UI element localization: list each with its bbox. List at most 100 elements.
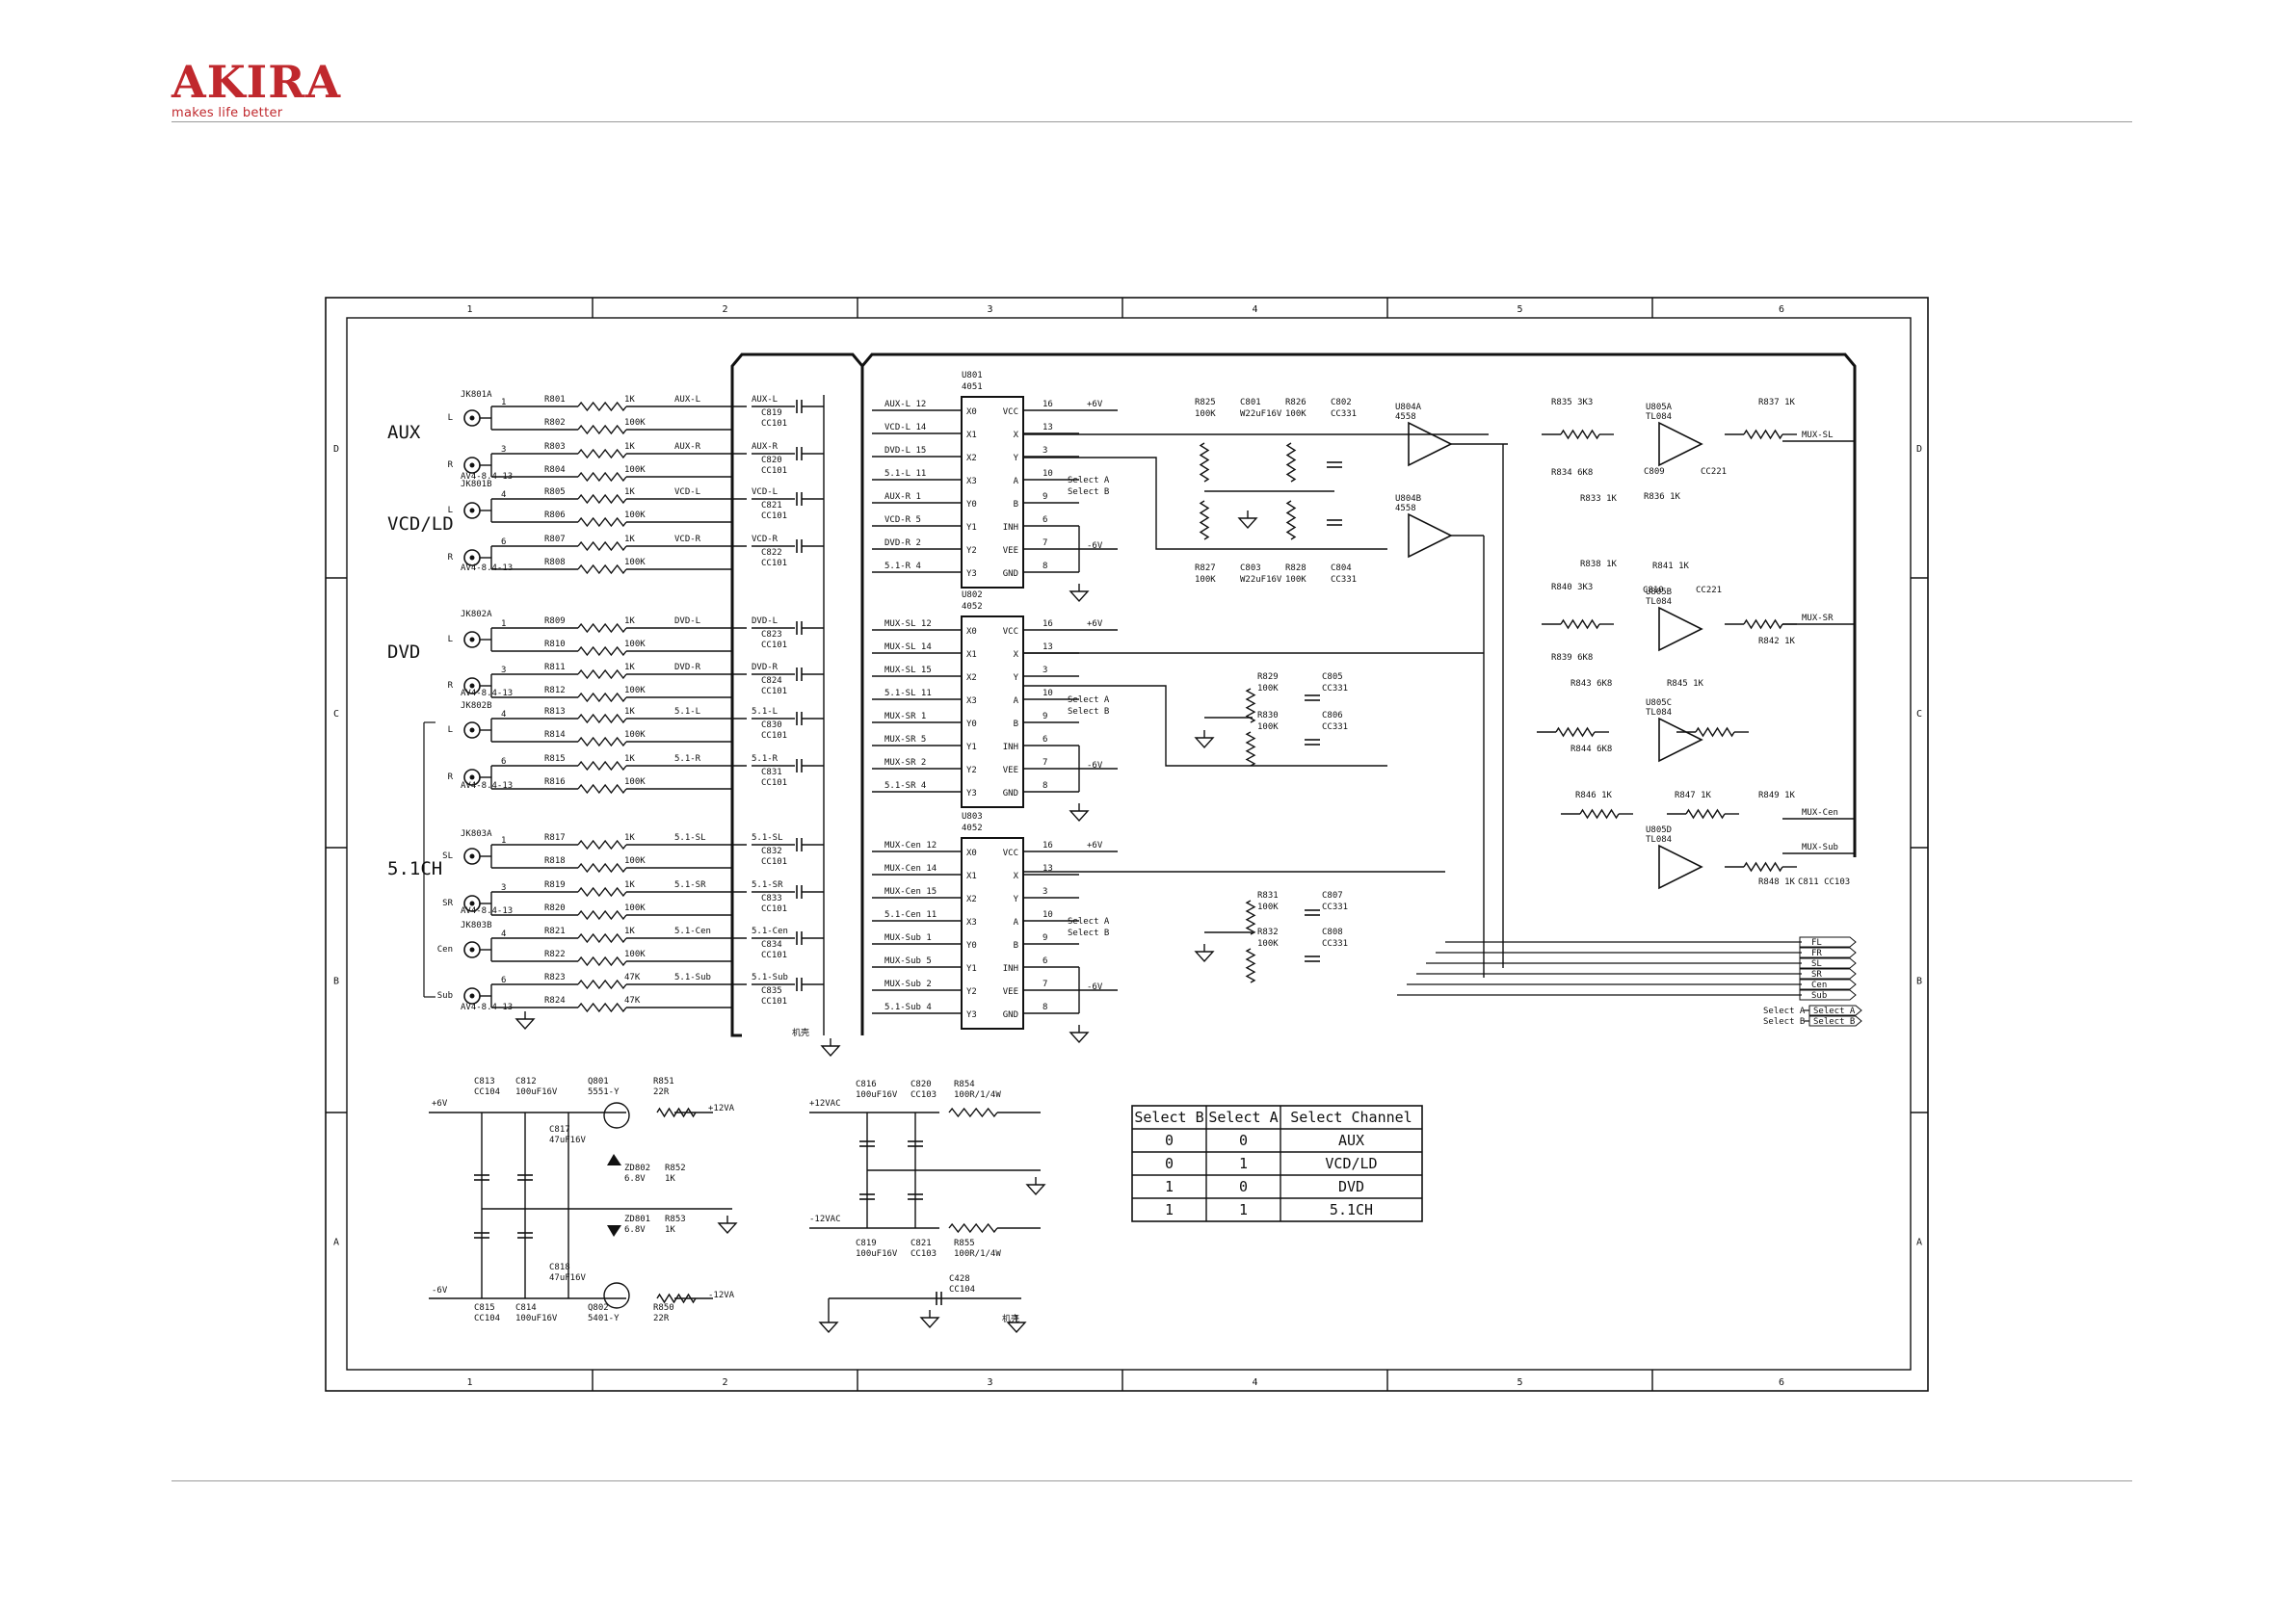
- op-amp-network-part: R847 1K: [1675, 791, 1712, 800]
- mux-pin-left: Y0: [966, 500, 977, 510]
- jack-reference: JK801B: [461, 480, 492, 489]
- mux-pin-left: X0: [966, 849, 977, 858]
- mux-input-net: 5.1-R 4: [884, 562, 921, 571]
- op-amp: [1408, 421, 1453, 467]
- shunt-resistor-value: 100K: [624, 558, 646, 567]
- mux-pin-right: GND: [1003, 569, 1018, 579]
- shunt-resistor-value: 100K: [624, 640, 646, 649]
- series-resistor: [577, 979, 627, 990]
- net-label: DVD-L: [674, 616, 700, 626]
- power-part-ref: C820: [910, 1080, 932, 1089]
- feedback-resistor: [1555, 726, 1596, 738]
- mux-input-net: 5.1-SR 4: [884, 781, 926, 791]
- net-label: DVD-L: [752, 616, 778, 626]
- mid-part-value: CC331: [1331, 575, 1357, 585]
- mid-part-ref: C803: [1240, 563, 1261, 573]
- shunt-resistor: [577, 645, 627, 657]
- power-part-ref: R852: [665, 1164, 686, 1173]
- rca-jack-center: [469, 415, 475, 421]
- net-label: AUX-L: [752, 395, 778, 405]
- brand-tagline: makes life better: [172, 106, 283, 120]
- mux-pin-right: INH: [1003, 743, 1018, 752]
- rca-jack-center: [469, 637, 475, 642]
- mux-input-net: MUX-SR 5: [884, 735, 926, 745]
- brand-name: AKIRA: [172, 56, 342, 108]
- mux-pin-right: A: [1014, 918, 1019, 928]
- series-resistor-ref: R813: [544, 707, 566, 717]
- mux-pin-right: X: [1014, 872, 1019, 881]
- mux-part-number: 4052: [962, 824, 983, 833]
- rca-jack-center: [469, 555, 475, 561]
- power-part-ref: R854: [954, 1080, 975, 1089]
- op-amp-part: 4558: [1395, 412, 1416, 422]
- frame-row-label: A: [1916, 1238, 1922, 1248]
- connector-pin: [1799, 968, 1857, 980]
- rca-jack-center: [469, 853, 475, 859]
- op-amp-part: TL084: [1646, 412, 1672, 422]
- shunt-resistor: [577, 1002, 627, 1013]
- mid-part-value: W22uF16V: [1240, 409, 1282, 419]
- mux-net-label: -6V: [1087, 541, 1103, 551]
- mid-part-ref: R831: [1257, 891, 1279, 901]
- mux-pin-number: 13: [1042, 642, 1053, 652]
- power-part-ref: R850: [653, 1303, 674, 1313]
- frame-column-label: 1: [466, 1377, 472, 1388]
- frame-column-label: 6: [1779, 304, 1784, 315]
- coupling-capacitor-ref: C822: [761, 548, 782, 558]
- shunt-resistor-ref: R802: [544, 418, 566, 428]
- output-net-label: MUX-Sub: [1802, 843, 1838, 852]
- mux-pin-left: Y3: [966, 569, 977, 579]
- op-amp: [1408, 512, 1453, 559]
- jack-pin-number: 4: [501, 929, 506, 939]
- mux-pin-right: VCC: [1003, 849, 1018, 858]
- series-resistor: [577, 668, 627, 680]
- shunt-resistor: [577, 955, 627, 967]
- rca-jack-center: [469, 947, 475, 953]
- mux-pin-right: VCC: [1003, 627, 1018, 637]
- mux-pin-left: X1: [966, 872, 977, 881]
- jack-pin-number: 6: [501, 757, 506, 767]
- connector-pin: [1799, 957, 1857, 969]
- mux-pin-left: Y2: [966, 987, 977, 997]
- op-amp-part: TL084: [1646, 597, 1672, 607]
- select-line-label: Select B: [1763, 1017, 1805, 1027]
- mux-pin-right: A: [1014, 477, 1019, 486]
- op-amp-network-part: R841 1K: [1652, 562, 1690, 571]
- shunt-resistor-value: 100K: [624, 510, 646, 520]
- power-part-ref: C821: [910, 1239, 932, 1248]
- mux-pin-number: 7: [1042, 758, 1047, 768]
- power-part-ref: R855: [954, 1239, 975, 1248]
- feedback-resistor: [1695, 726, 1735, 738]
- power-part-ref: C816: [856, 1080, 877, 1089]
- series-resistor-value: 1K: [624, 707, 635, 717]
- bias-resistor: [1199, 500, 1210, 540]
- mux-net-label: -6V: [1087, 982, 1103, 992]
- truth-table-cell: 5.1CH: [1330, 1201, 1373, 1218]
- connector-pin: [1799, 979, 1857, 990]
- mux-ic-body: [961, 396, 1024, 589]
- frame-row-label: C: [333, 709, 339, 720]
- brand-logo: AKIRA makes life better: [172, 60, 341, 120]
- rca-jack-center: [469, 508, 475, 513]
- connector-pin-label: SL: [1811, 959, 1822, 969]
- op-amp-network-part: R837 1K: [1758, 398, 1796, 407]
- mux-pin-right: B: [1014, 941, 1018, 951]
- feedback-resistor: [1579, 808, 1620, 820]
- section-label: VCD/LD: [387, 513, 454, 535]
- ground-symbol: [820, 1045, 841, 1058]
- jack-reference: JK802B: [461, 701, 492, 711]
- rca-jack-center: [469, 993, 475, 999]
- mux-net-label: Select B: [1068, 929, 1109, 938]
- mid-part-value: CC331: [1322, 722, 1348, 732]
- mux-pin-number: 3: [1042, 666, 1047, 675]
- connector-pin: [1799, 936, 1857, 948]
- mid-part-ref: R829: [1257, 672, 1279, 682]
- mux-pin-number: 16: [1042, 400, 1053, 409]
- net-label: DVD-R: [752, 663, 779, 672]
- mux-pin-number: 10: [1042, 910, 1053, 920]
- mux-pin-right: GND: [1003, 1010, 1018, 1020]
- power-part-value: 5401-Y: [588, 1314, 620, 1323]
- mux-input-net: MUX-Cen 14: [884, 864, 937, 874]
- mux-pin-left: Y1: [966, 964, 977, 974]
- power-part-value: 47uF16V: [549, 1136, 587, 1145]
